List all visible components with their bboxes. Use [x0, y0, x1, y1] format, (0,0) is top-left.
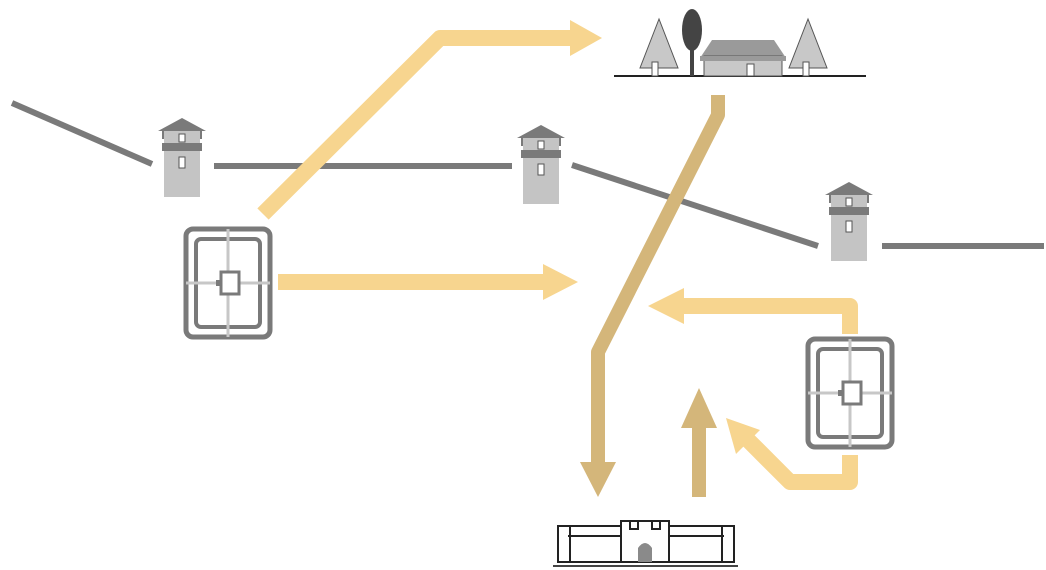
- fort-icon: [808, 339, 892, 447]
- walled-city-icon: [553, 520, 738, 567]
- watchtower-icon: [516, 124, 566, 205]
- watchtower-icon: [824, 181, 874, 262]
- fort-icon: [186, 229, 270, 337]
- arrow-fort-to-village: [257, 20, 602, 220]
- arrow-fort-to-center: [278, 264, 578, 300]
- arrow-village-to-city: [580, 95, 725, 497]
- arrow-fort-right-to-center: [648, 288, 858, 334]
- frontier-line: [10, 100, 1044, 249]
- arrow-fort-right-to-city: [726, 418, 858, 490]
- arrow-city-up: [681, 388, 717, 497]
- watchtower-icon: [157, 117, 207, 198]
- village-icon: [614, 9, 866, 77]
- arrows-layer: [257, 20, 858, 497]
